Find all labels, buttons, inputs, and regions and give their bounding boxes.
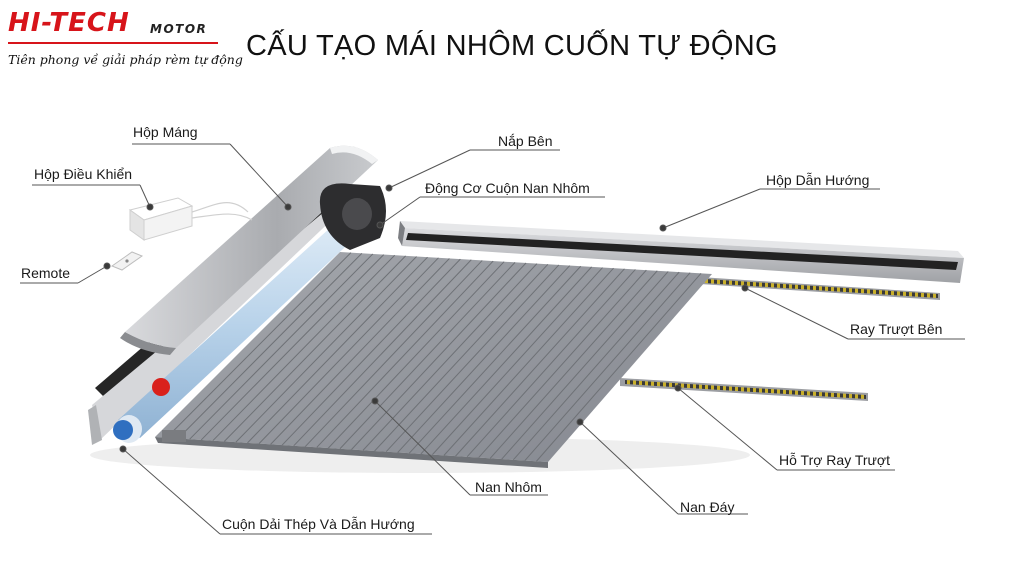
slat-ridge <box>328 261 505 449</box>
brand-logo: HI-TECH MOTOR Tiên phong về giải pháp rè… <box>8 8 243 78</box>
guide-box <box>398 221 964 283</box>
slat-ridge <box>466 269 636 458</box>
label-hop-mang: Hộp Máng <box>133 124 198 140</box>
brand-name-suffix: MOTOR <box>150 22 208 36</box>
slat-ridge <box>408 265 582 454</box>
label-ho-tro-ray-truot: Hỗ Trợ Ray Trượt <box>779 452 890 468</box>
slat-ridge <box>177 252 363 439</box>
slat-ridge <box>420 266 593 455</box>
slat-ridge <box>223 255 407 442</box>
brand-name: HI-TECH <box>8 8 130 38</box>
leader-lines <box>20 143 965 535</box>
slat-ridge <box>189 253 374 440</box>
slat-ridge <box>374 263 549 452</box>
slat-ridge <box>478 269 647 458</box>
slat-ridge <box>351 262 527 450</box>
slat-ridge <box>316 260 494 448</box>
side-end-cap <box>319 183 386 250</box>
slat-ridge <box>258 257 439 444</box>
remote-device <box>110 251 144 271</box>
label-nap-ben: Nắp Bên <box>498 133 553 149</box>
label-remote: Remote <box>21 265 71 281</box>
slat-ridge <box>489 270 658 459</box>
label-hop-dieu-khien: Hộp Điều Khiển <box>34 166 133 182</box>
slat-ridge <box>166 252 352 439</box>
side-rail-lower <box>620 378 868 401</box>
label-nan-day: Nan Đáy <box>680 499 735 515</box>
slat-ridge <box>512 271 680 461</box>
trough-housing <box>120 145 378 355</box>
slat-ridge <box>212 254 396 442</box>
label-dong-co: Động Cơ Cuộn Nan Nhôm <box>425 180 590 196</box>
label-hop-dan-huong: Hộp Dẫn Hướng <box>766 172 870 188</box>
end-cap-red <box>152 378 170 396</box>
label-nan-nhom: Nan Nhôm <box>475 479 542 495</box>
slat-ridge <box>536 273 702 462</box>
slat-ridge <box>455 268 625 457</box>
slat-ridge <box>362 263 538 451</box>
slat-ridge <box>443 267 614 456</box>
slat-ridge <box>501 271 669 460</box>
slat-ridge <box>200 254 385 441</box>
slat-ridge <box>281 258 461 446</box>
slat-ridge <box>304 260 483 447</box>
slat-ridge <box>247 256 428 444</box>
slat-ridge <box>270 258 450 445</box>
slat-ridge <box>235 256 417 443</box>
slat-ridge <box>524 272 691 461</box>
aluminum-slats <box>155 252 712 468</box>
end-cap-blue <box>113 420 133 440</box>
slat-ridge <box>432 267 603 455</box>
label-cuon-dai-thep: Cuộn Dải Thép Và Dẫn Hướng <box>222 516 415 532</box>
slat-ridge <box>293 259 472 447</box>
slat-ridge <box>339 262 516 450</box>
control-box <box>128 197 253 241</box>
side-rail-upper <box>700 277 940 300</box>
bottom-bracket <box>162 430 186 442</box>
slat-ridge <box>385 264 560 453</box>
label-ray-truot-ben: Ray Trượt Bên <box>850 321 943 337</box>
slat-ridge <box>397 265 571 453</box>
brand-underline <box>8 42 218 44</box>
brand-tagline: Tiên phong về giải pháp rèm tự động <box>8 52 243 67</box>
page-title: CẤU TẠO MÁI NHÔM CUỐN TỰ ĐỘNG <box>246 30 778 62</box>
